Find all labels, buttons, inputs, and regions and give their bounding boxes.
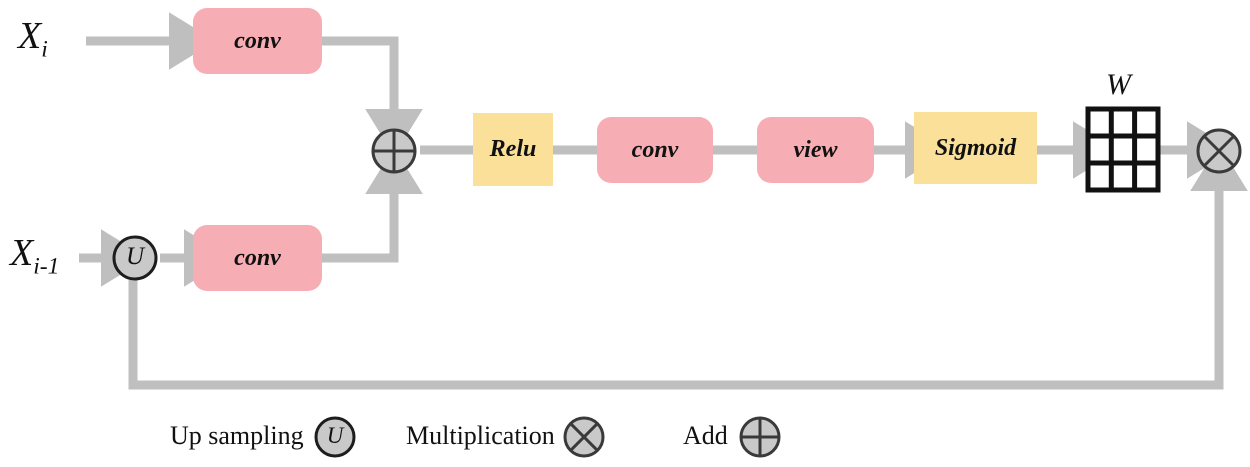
conv-mid-label: conv xyxy=(631,136,679,163)
conv-mid-block[interactable]: conv xyxy=(597,117,713,183)
upsample-operator xyxy=(112,235,158,281)
legend-multiply-symbol xyxy=(563,416,605,458)
input-xi-base: X xyxy=(18,15,42,57)
conv-top-label: conv xyxy=(234,27,281,54)
legend-upsample-symbol xyxy=(314,416,356,458)
legend-label-add: Add xyxy=(683,421,728,450)
legend-label-upsampling: Up sampling xyxy=(170,421,304,450)
path-conv-top-to-add xyxy=(322,36,423,156)
legend-add-symbol xyxy=(739,416,781,458)
legend-upsample-letter: U xyxy=(326,423,344,448)
input-xiprev-subscript: i-1 xyxy=(33,253,60,280)
add-operator xyxy=(371,128,417,174)
conv-bottom-label: conv xyxy=(234,244,281,271)
upsample-letter: U xyxy=(125,243,145,270)
input-label-xi: Xi xyxy=(18,14,48,64)
legend-label-multiplication: Multiplication xyxy=(406,421,555,450)
view-block[interactable]: view xyxy=(757,117,874,183)
path-skip-connection xyxy=(128,144,1248,390)
sigmoid-label: Sigmoid xyxy=(934,134,1017,161)
relu-label: Relu xyxy=(489,136,537,162)
input-label-xi-prev: Xi-1 xyxy=(10,231,59,281)
conv-bottom-block[interactable]: conv xyxy=(193,225,322,291)
input-xi-subscript: i xyxy=(41,36,48,63)
path-conv-bottom-to-add xyxy=(322,147,423,263)
view-label: view xyxy=(793,136,838,163)
conv-top-block[interactable]: conv xyxy=(193,8,322,74)
relu-block[interactable]: Relu xyxy=(473,113,553,186)
w-matrix-grid xyxy=(1085,106,1161,193)
sigmoid-block[interactable]: Sigmoid xyxy=(914,112,1037,184)
w-matrix-label: W xyxy=(1106,68,1131,101)
input-xiprev-base: X xyxy=(10,232,34,274)
multiply-operator xyxy=(1196,128,1242,174)
